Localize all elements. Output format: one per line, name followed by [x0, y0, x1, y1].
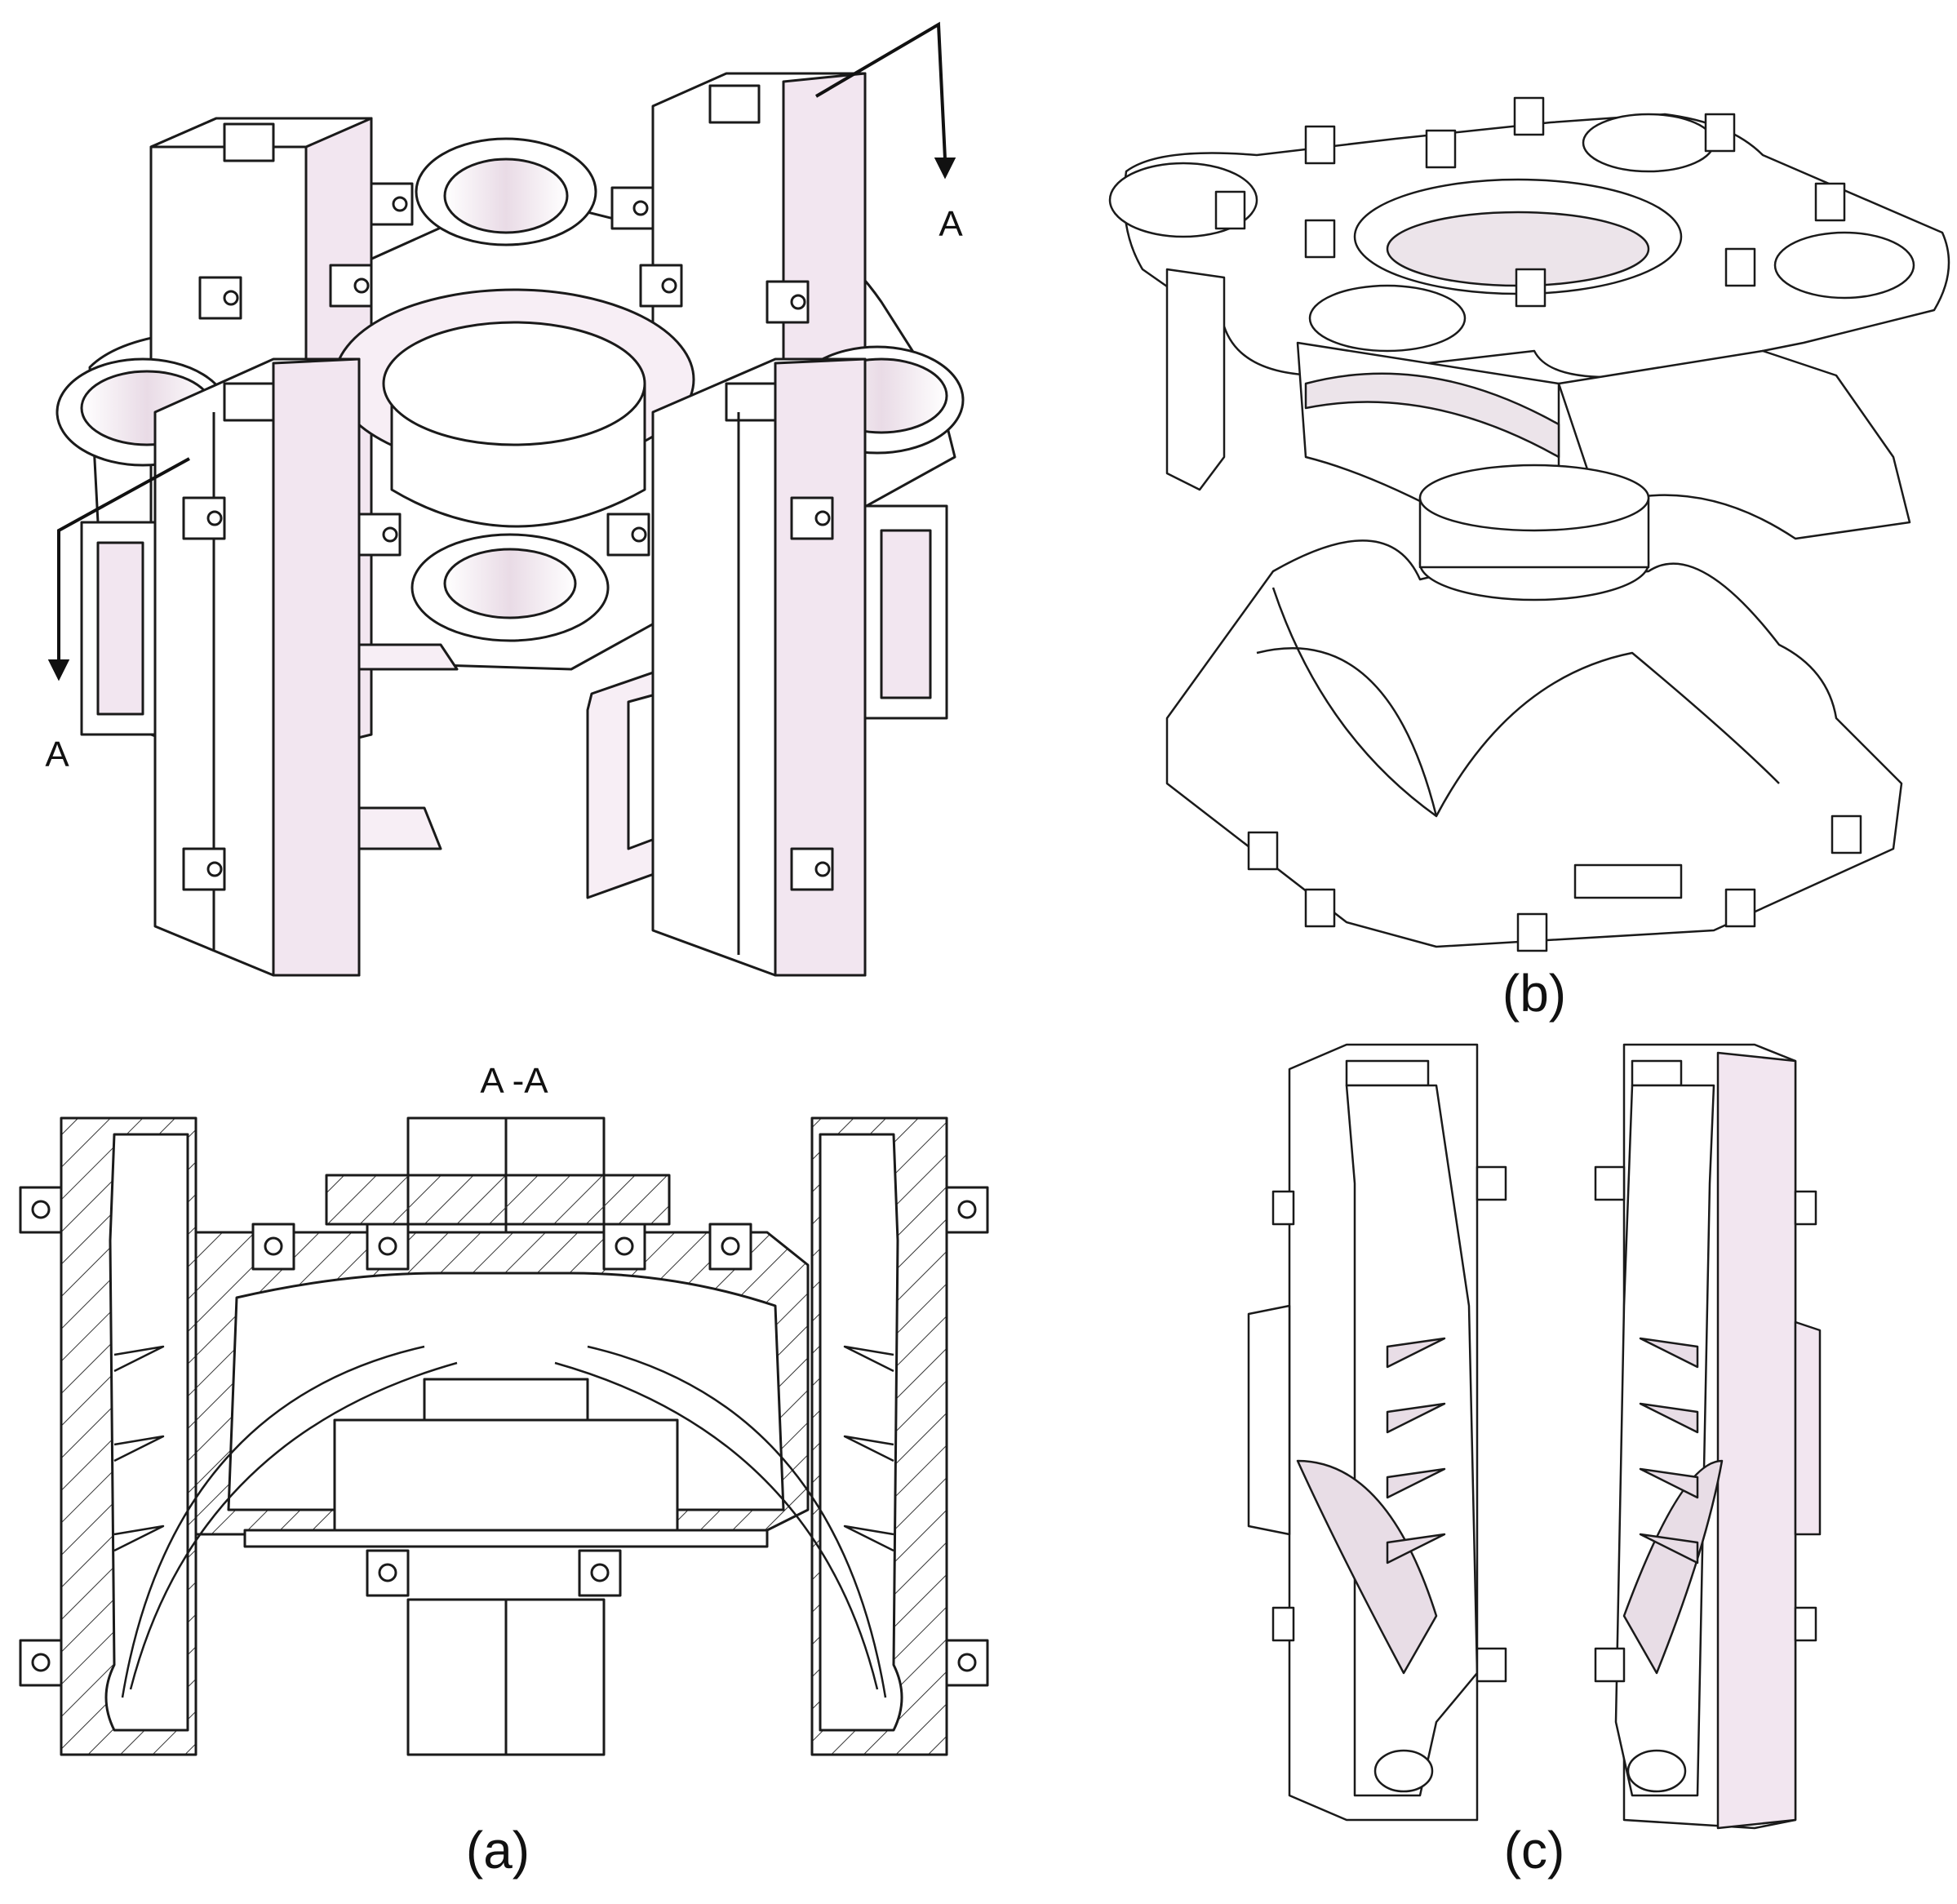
caption-a: (a) [465, 1821, 530, 1880]
section-line-a [47, 21, 956, 681]
caption-c: (c) [1503, 1821, 1565, 1880]
wall-serrations [113, 1345, 894, 1552]
right-fins [1639, 1337, 1699, 1564]
center-cylinder-top [382, 321, 646, 446]
left-cavity-shade [1296, 1459, 1438, 1675]
mold-half-right [1594, 1043, 1822, 1830]
section-lug-holes [31, 1200, 977, 1672]
lug-holes [206, 196, 831, 877]
section-title: A -A [480, 1061, 548, 1101]
caption-b: (b) [1502, 964, 1567, 1023]
section-view-a-a [19, 1116, 989, 1756]
section-arrow-label-top: A [939, 204, 963, 244]
curved-ribs [121, 1345, 887, 1698]
upper-mold-body [1165, 268, 1226, 491]
lower-mold-body [1165, 539, 1903, 948]
left-fins [1386, 1337, 1446, 1564]
isometric-assembly-view [55, 72, 965, 977]
inner-core [333, 1418, 679, 1536]
split-mold-halves-view [1247, 1043, 1822, 1830]
exploded-mold-view [1108, 96, 1950, 952]
mold-tabs [1214, 96, 1862, 952]
section-arrow-label-left: A [45, 735, 69, 774]
mold-half-left [1247, 1043, 1507, 1822]
